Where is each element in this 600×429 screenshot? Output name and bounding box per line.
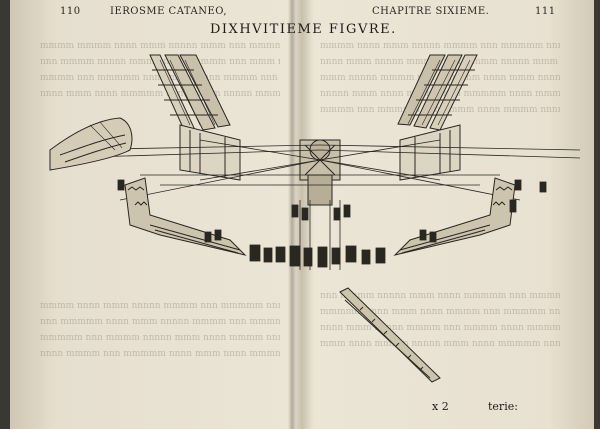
left-rock-outcrop xyxy=(49,117,133,171)
lower-right-beam xyxy=(339,287,441,383)
lower-figures xyxy=(117,179,547,268)
right-page-number: 111 xyxy=(535,6,556,17)
right-upper-walls xyxy=(397,54,478,131)
outer-wall-left xyxy=(124,177,247,256)
central-keep xyxy=(299,139,341,206)
left-running-head: IEROSME CATANEO, xyxy=(110,6,228,17)
left-page-number: 110 xyxy=(60,6,81,17)
right-running-head: CHAPITRE SIXIEME. xyxy=(372,6,490,17)
figure-title: DIXHVITIEME FIGVRE. xyxy=(210,22,397,37)
left-upper-walls xyxy=(149,54,231,133)
signature-mark: x 2 xyxy=(432,400,449,413)
catchword: terie: xyxy=(488,400,518,413)
outer-wall-right xyxy=(393,177,516,256)
